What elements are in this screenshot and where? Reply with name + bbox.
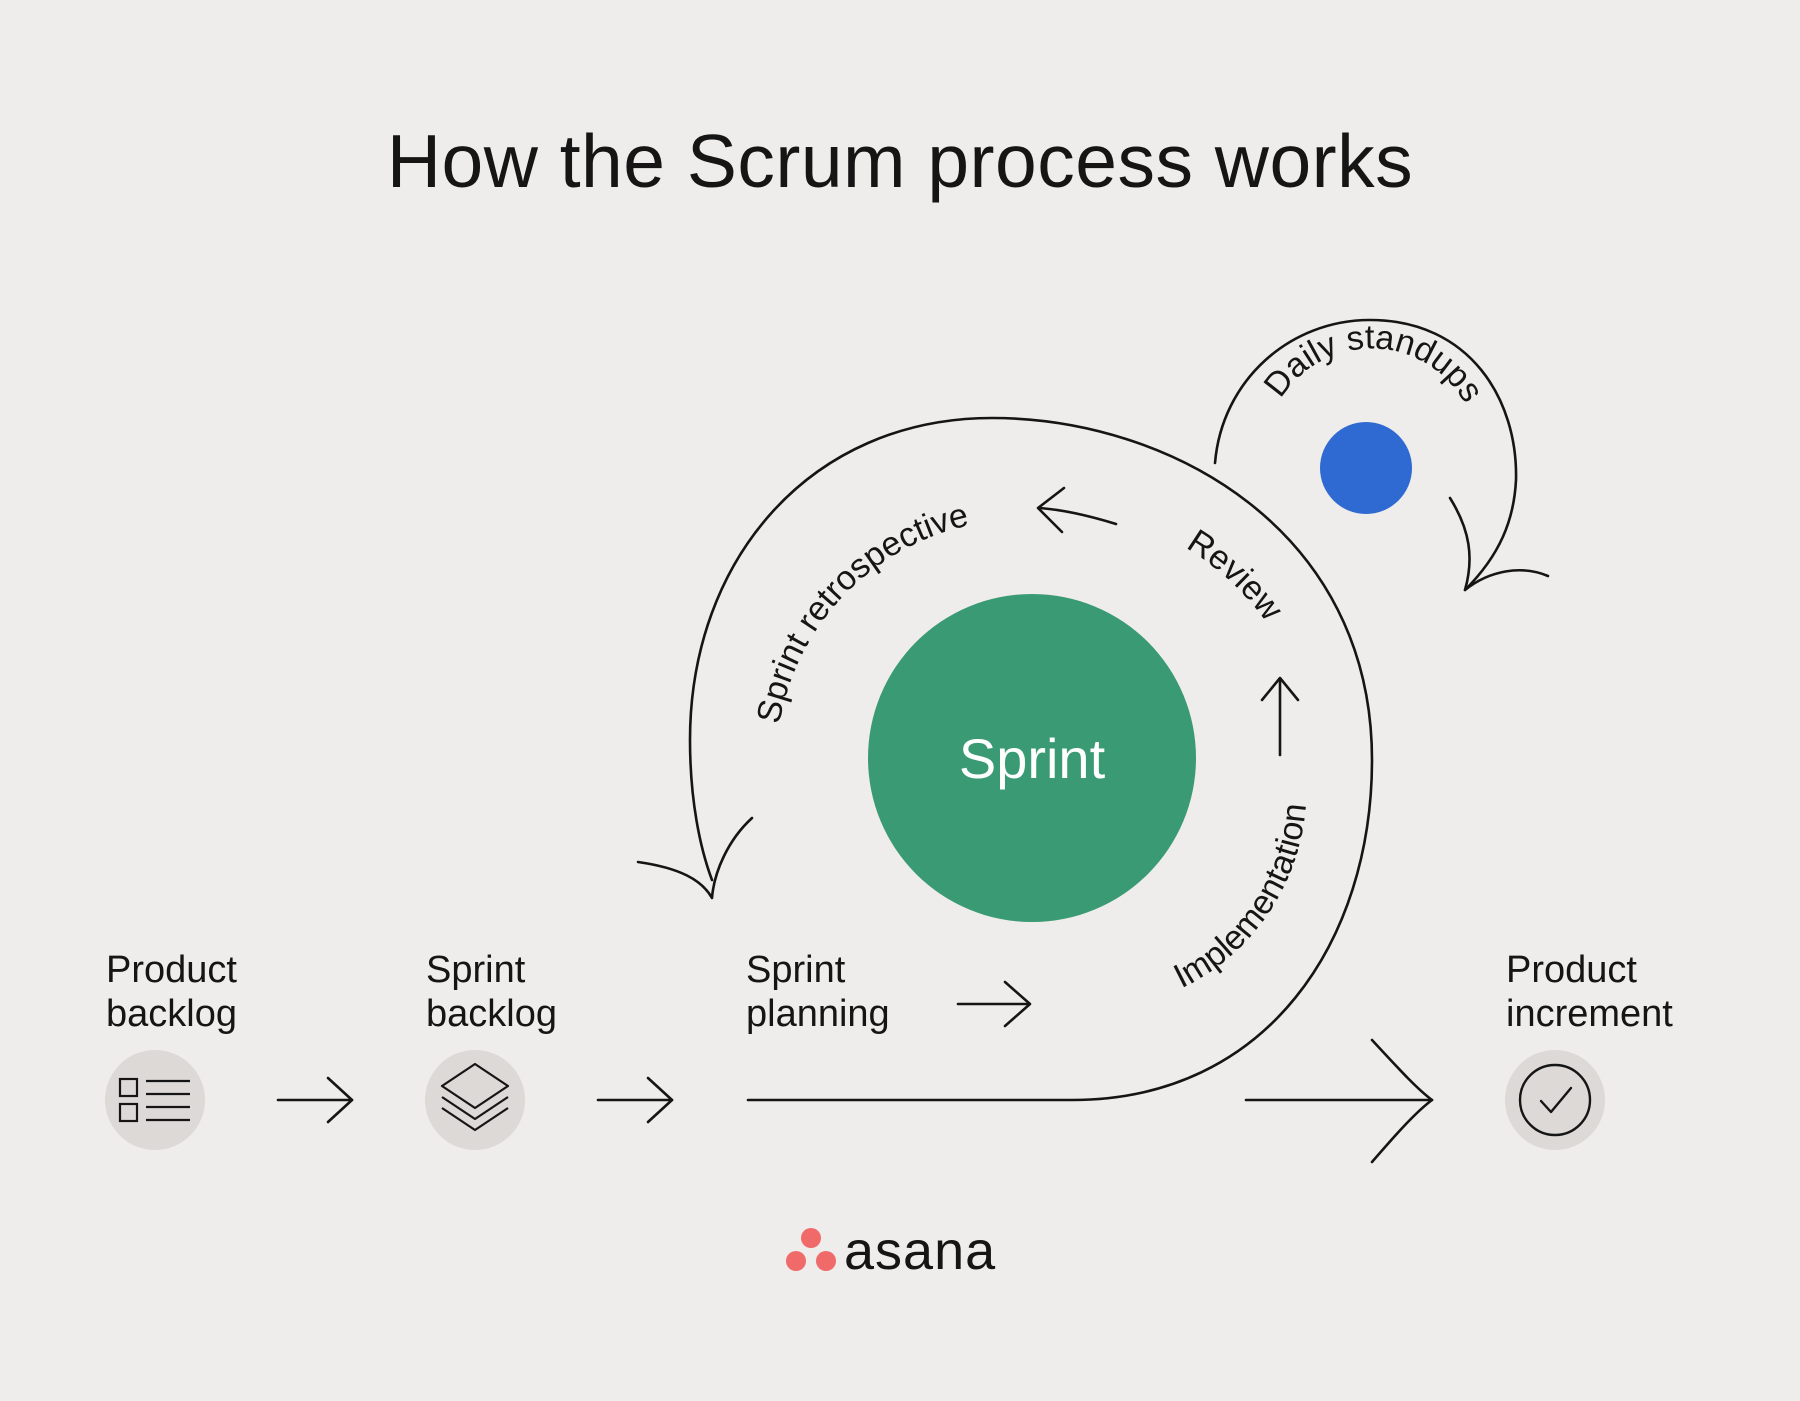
page-title: How the Scrum process works: [386, 119, 1414, 203]
implementation-label: Implementation: [1168, 801, 1314, 995]
review-label: Review: [1181, 522, 1291, 627]
asana-logo-icon: [786, 1228, 836, 1271]
product-increment-label: Product increment: [1506, 949, 1673, 1035]
layers-icon: [425, 1050, 525, 1150]
review-to-retro-arrow: [1038, 506, 1118, 526]
cycle-arrowhead: [636, 816, 754, 900]
list-icon: [105, 1050, 205, 1150]
product-backlog-label: Product backlog: [106, 949, 237, 1035]
standup-arrowhead: [1448, 496, 1550, 592]
sprint-cycle-line: [688, 416, 1374, 1102]
checkmark-icon: [1505, 1050, 1605, 1150]
standup-loop-line: [1213, 318, 1518, 592]
standup-dot: [1320, 422, 1412, 514]
daily-standups-label: Daily standups: [1257, 318, 1491, 408]
sprint-label: Sprint: [959, 727, 1106, 790]
increment-arrowhead: [1370, 1038, 1434, 1164]
sprint-backlog-label: Sprint backlog: [426, 949, 557, 1035]
sprint-circle: [868, 594, 1196, 922]
asana-wordmark: asana: [844, 1221, 997, 1281]
sprint-planning-label: Sprint planning: [746, 949, 890, 1035]
